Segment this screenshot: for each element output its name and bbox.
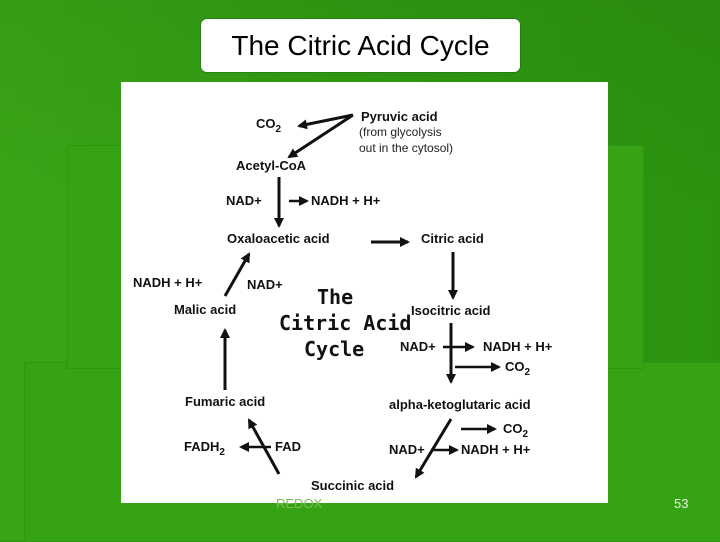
citric-acid-label: Citric acid bbox=[421, 231, 484, 246]
nad-lower-label: NAD+ bbox=[389, 442, 425, 457]
arrow-to-acetyl bbox=[287, 113, 354, 159]
fad-label: FAD bbox=[275, 439, 301, 454]
nadh-label-1: NADH + H+ bbox=[311, 193, 381, 208]
alpha-ketoglutaric-acid-label: alpha-ketoglutaric acid bbox=[389, 397, 531, 412]
arrow-alpha-to-succinic bbox=[414, 418, 453, 479]
citric-acid-cycle-diagram: Pyruvic acid (from glycolysis out in the… bbox=[121, 82, 608, 503]
fadh2-label: FADH2 bbox=[184, 439, 225, 458]
nadh-left-label: NADH + H+ bbox=[133, 275, 203, 290]
arrow-to-co2 bbox=[297, 113, 354, 130]
co2-right-label: CO2 bbox=[505, 359, 531, 378]
oxaloacetic-acid-label: Oxaloacetic acid bbox=[227, 231, 330, 246]
center-title-line3: Cycle bbox=[304, 337, 364, 361]
diagram-canvas: Pyruvic acid (from glycolysis out in the… bbox=[133, 109, 553, 493]
nadh-right-label: NADH + H+ bbox=[483, 339, 553, 354]
malic-acid-label: Malic acid bbox=[174, 302, 236, 317]
arrow-succinic-to-fumaric bbox=[247, 418, 281, 475]
nad-right-label: NAD+ bbox=[400, 339, 436, 354]
acetyl-coa-label: Acetyl-CoA bbox=[236, 158, 307, 173]
co2-lower-label: CO2 bbox=[503, 421, 529, 440]
nad-label-1: NAD+ bbox=[226, 193, 262, 208]
footer-label: REDOX bbox=[276, 496, 323, 511]
pyruvic-note-line1: (from glycolysis bbox=[359, 125, 442, 139]
isocitric-acid-label: Isocitric acid bbox=[411, 303, 491, 318]
center-title-line1: The bbox=[317, 285, 353, 309]
slide-title: The Citric Acid Cycle bbox=[201, 19, 520, 72]
arrow-malic-to-oxalo bbox=[223, 252, 251, 297]
nadh-lower-label: NADH + H+ bbox=[461, 442, 531, 457]
fumaric-acid-label: Fumaric acid bbox=[185, 394, 265, 409]
nad-left-label: NAD+ bbox=[247, 277, 283, 292]
slide-number: 53 bbox=[674, 496, 689, 511]
center-title-line2: Citric Acid bbox=[279, 311, 411, 335]
co2-top-label: CO2 bbox=[256, 116, 282, 135]
pyruvic-acid-label: Pyruvic acid bbox=[361, 109, 438, 124]
succinic-acid-label: Succinic acid bbox=[311, 478, 394, 493]
pyruvic-note-line2: out in the cytosol) bbox=[359, 141, 453, 155]
